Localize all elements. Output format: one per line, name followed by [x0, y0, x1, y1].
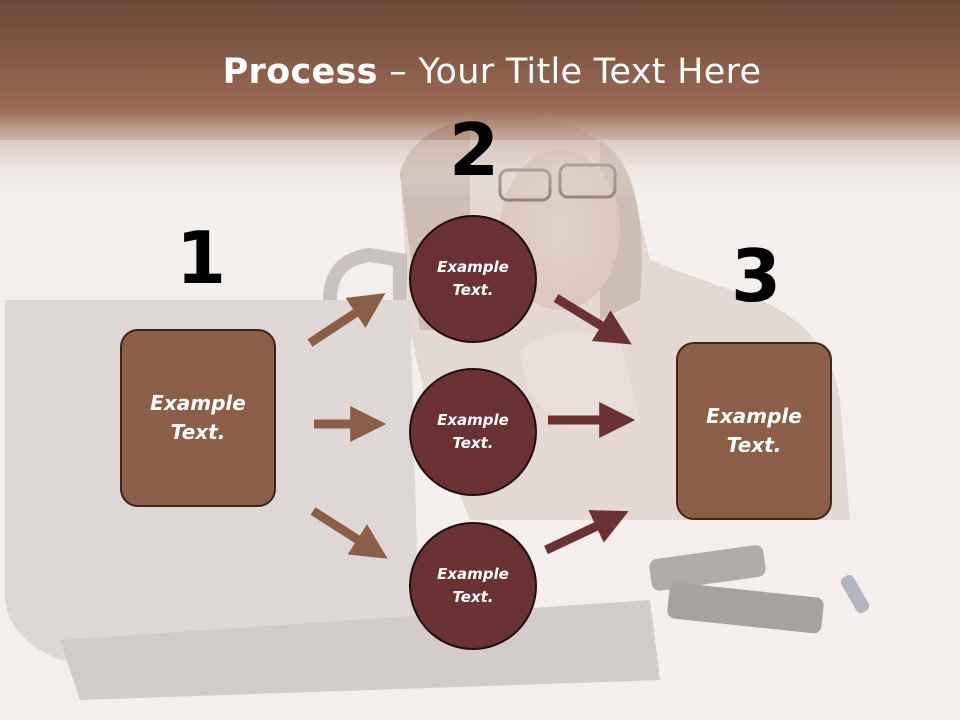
circle-top[interactable]: Example Text.	[409, 215, 537, 343]
arrow-top-to-3	[553, 294, 632, 345]
arrow-1-to-top	[307, 293, 386, 347]
step-3-label: Example Text.	[706, 404, 802, 457]
step-1-box[interactable]: Example Text.	[120, 329, 276, 507]
step-number-1: 1	[176, 216, 227, 300]
circle-bottom-label: Example Text.	[437, 565, 509, 606]
circle-bottom[interactable]: Example Text.	[409, 522, 537, 650]
circle-top-label: Example Text.	[437, 258, 509, 299]
arrow-1-to-bottom	[310, 507, 388, 559]
step-1-label: Example Text.	[150, 391, 246, 444]
circle-middle[interactable]: Example Text.	[409, 368, 537, 496]
step-number-3: 3	[731, 234, 782, 318]
step-3-box[interactable]: Example Text.	[676, 342, 832, 520]
slide-title: Process – Your Title Text Here	[0, 52, 960, 92]
arrow-bottom-to-3	[544, 510, 629, 555]
title-rest: – Your Title Text Here	[377, 52, 762, 92]
title-bold: Process	[222, 52, 378, 92]
circle-middle-label: Example Text.	[437, 411, 509, 452]
step-number-2: 2	[449, 108, 500, 192]
